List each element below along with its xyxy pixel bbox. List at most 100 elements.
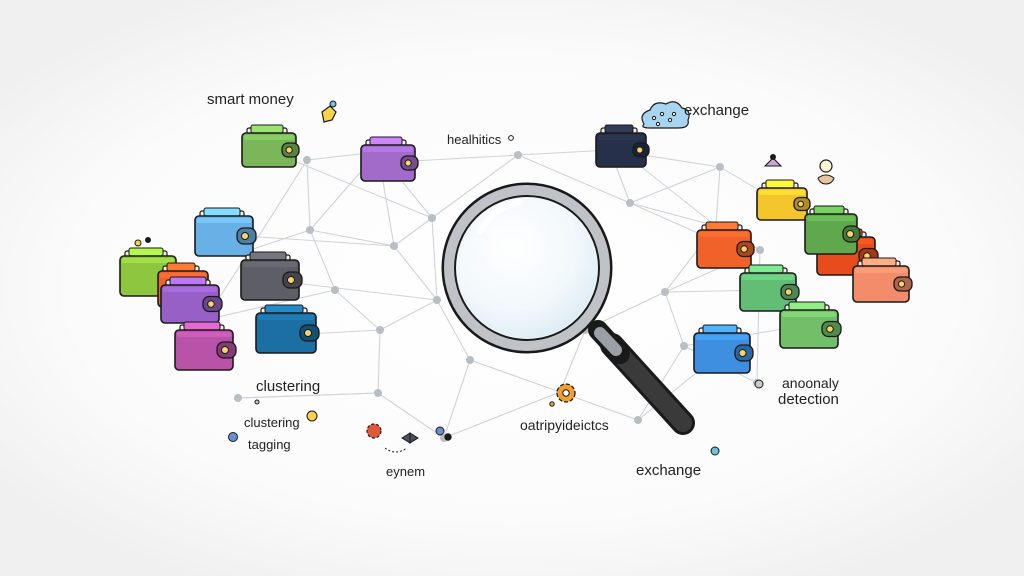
wallet-icon (696, 221, 755, 269)
decorative-dot-icon (549, 401, 555, 407)
decorative-curve-icon (384, 447, 408, 453)
decorative-dot-icon (667, 117, 673, 123)
decorative-dot-icon (228, 432, 238, 442)
decorative-doodles (134, 100, 835, 456)
bow-tie-icon (401, 432, 419, 444)
network-edge (309, 229, 336, 291)
network-node-icon (303, 156, 311, 164)
label-eynem: eynem (386, 464, 426, 479)
network-edge (715, 166, 721, 227)
wallet-icon (693, 324, 754, 374)
decorative-dot-icon (770, 154, 776, 160)
decorative-shape-icon (763, 157, 783, 167)
decorative-dot-icon (562, 389, 570, 397)
label-clustering-small: clustering (244, 415, 300, 430)
network-edge (379, 299, 438, 331)
label-anomaly: anoonaly (782, 375, 839, 391)
network-edge (469, 359, 561, 393)
network-edge (431, 217, 438, 301)
network-edge (306, 159, 311, 231)
decorative-dot-icon (655, 121, 661, 127)
network-node-icon (306, 226, 314, 234)
network-edge (334, 289, 381, 331)
network-node-icon (756, 246, 764, 254)
network-edge (309, 229, 395, 247)
wallet-icon (160, 276, 223, 324)
network-edge (517, 154, 631, 204)
wallet-icon (595, 124, 650, 168)
network-node-icon (331, 286, 339, 294)
network-edge (431, 154, 519, 219)
wallet-cluster (119, 124, 913, 374)
network-node-icon (634, 416, 642, 424)
wallet-icon (756, 179, 811, 221)
label-pattern-detects: oatripyideictcs (520, 417, 609, 433)
network-edge (629, 202, 717, 227)
decorative-dot-icon (254, 399, 260, 405)
network-graph (201, 146, 841, 442)
network-edge (443, 391, 561, 439)
network-node-icon (376, 326, 384, 334)
network-edge (517, 149, 611, 156)
decorative-dot-icon (435, 426, 445, 436)
decorative-dot-icon (306, 410, 318, 422)
decorative-dot-icon (651, 115, 657, 121)
label-detection: detection (778, 391, 839, 408)
decorative-dot-icon (754, 379, 764, 389)
magnifying-glass-icon (441, 182, 695, 435)
gear-icon (366, 423, 382, 439)
label-exchange-top: exchange (684, 102, 750, 119)
wallet-icon (779, 301, 842, 349)
wallet-icon (804, 205, 861, 255)
network-edge (393, 217, 433, 247)
wallet-icon (255, 304, 320, 354)
network-edge (377, 392, 445, 439)
network-node-icon (466, 356, 474, 364)
label-clustering: clustering (256, 378, 321, 395)
network-edge (629, 166, 721, 204)
decorative-dot-icon (329, 100, 337, 108)
wallet-icon (174, 321, 237, 371)
network-edge (237, 392, 379, 399)
network-node-icon (661, 288, 669, 296)
network-edge (664, 291, 685, 347)
network-edge (249, 229, 311, 251)
decorative-dot-icon (671, 111, 677, 117)
network-node-icon (514, 151, 522, 159)
network-node-icon (680, 342, 688, 350)
network-node-icon (234, 394, 242, 402)
network-node-icon (428, 214, 436, 222)
network-node-icon (433, 296, 441, 304)
decorative-face-icon (819, 159, 833, 173)
decorative-shape-icon (817, 174, 835, 185)
network-edge (377, 329, 381, 394)
wallet-icon (360, 136, 419, 182)
wallet-icon (241, 124, 300, 168)
network-edge (443, 359, 471, 439)
puzzle-icon (321, 105, 337, 123)
decorative-dot-icon (444, 433, 452, 441)
wallet-icon (852, 257, 913, 303)
network-edge (559, 329, 586, 393)
decorative-dot-icon (508, 135, 514, 141)
wallet-icon (739, 264, 800, 312)
network-node-icon (374, 389, 382, 397)
decorative-dot-icon (145, 237, 151, 243)
label-healthics: healhitics (447, 132, 502, 147)
wallet-icon (194, 207, 257, 257)
decorative-dot-icon (710, 446, 720, 456)
network-node-icon (390, 242, 398, 250)
wallet-icon (240, 251, 303, 301)
network-edge (243, 235, 395, 247)
network-node-icon (626, 199, 634, 207)
network-edge (436, 299, 471, 361)
label-tagging: tagging (248, 437, 291, 452)
label-exchange-bottom: exchange (636, 462, 702, 479)
network-node-icon (716, 163, 724, 171)
label-smart-money: smart money (207, 91, 294, 108)
decorative-dot-icon (134, 239, 142, 247)
cloud-icon (641, 101, 690, 129)
decorative-dot-icon (659, 111, 665, 117)
